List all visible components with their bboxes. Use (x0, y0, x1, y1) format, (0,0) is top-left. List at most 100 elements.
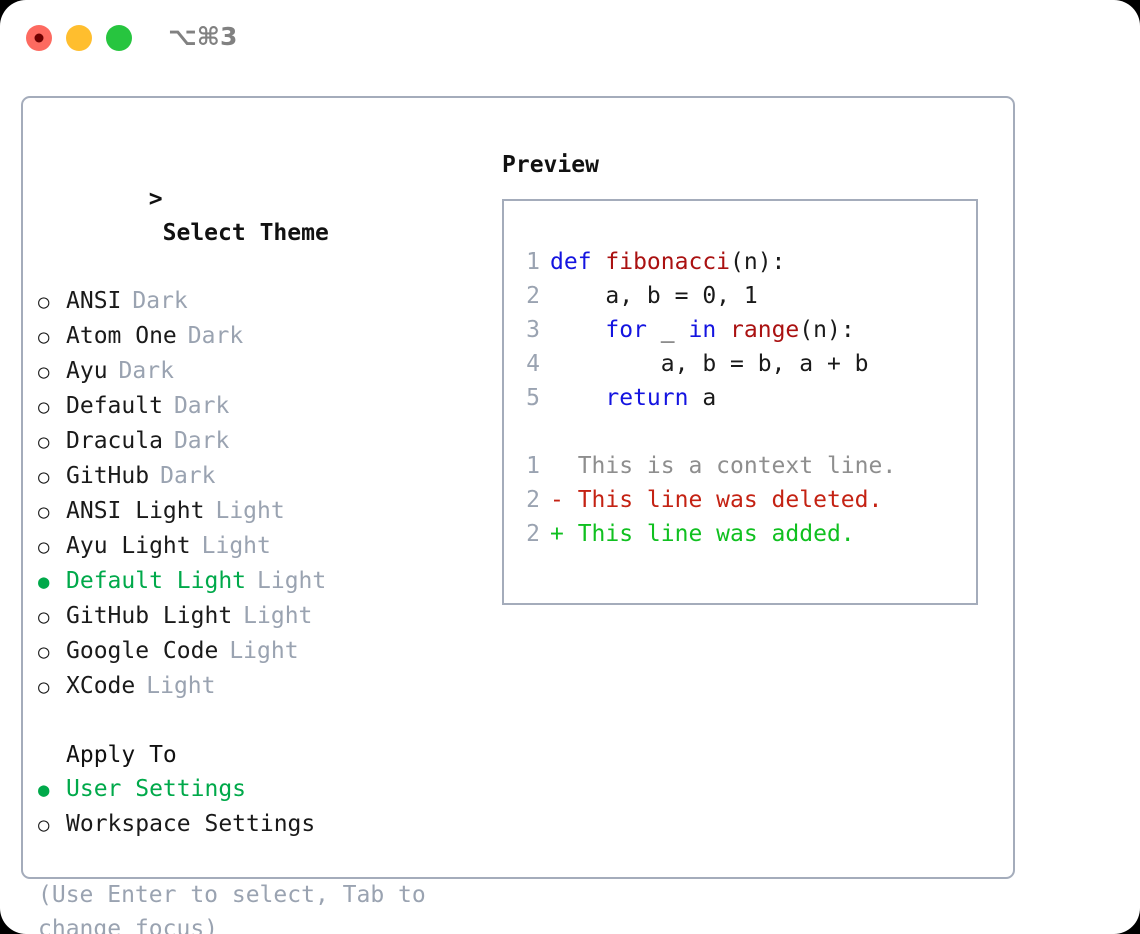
theme-option-github-light[interactable]: ○ GitHub Light Light (38, 599, 478, 634)
theme-option-tag: Light (146, 673, 216, 699)
radio-unselected-icon: ○ (38, 291, 50, 313)
radio-unselected-icon: ○ (38, 501, 50, 523)
radio-unselected-icon: ○ (38, 536, 50, 558)
prompt-caret-icon: > (148, 186, 163, 212)
code-line-number: 2 (526, 283, 540, 309)
theme-option-label: ANSI (66, 288, 122, 314)
code-token-fn: range (730, 317, 800, 343)
diff-line-number: 2 (526, 487, 540, 513)
diff-line-content: This is a context line. (550, 453, 897, 479)
code-line: 2 a, b = 0, 1 (504, 279, 976, 313)
code-line-number: 3 (526, 317, 540, 343)
preview-heading: Preview (502, 152, 599, 178)
theme-option-tag: Light (201, 533, 271, 559)
code-line-number: 5 (526, 385, 540, 411)
radio-unselected-icon: ○ (38, 814, 50, 836)
code-line: 3 for _ in range(n): (504, 313, 976, 347)
theme-option-tag: Dark (132, 288, 188, 314)
maximize-window-button[interactable] (106, 25, 132, 51)
apply-to-section: Apply To ●User Settings ○ Workspace Settin… (38, 738, 478, 842)
keyboard-shortcut-label: ⌥⌘3 (168, 22, 238, 51)
diff-line-number: 2 (526, 521, 540, 547)
theme-option-ansi-light[interactable]: ○ ANSI Light Light (38, 494, 478, 529)
diff-line-number: 1 (526, 453, 540, 479)
theme-option-label: Atom One (66, 323, 177, 349)
code-token-plain (716, 317, 730, 343)
theme-option-label: Ayu Light (66, 533, 191, 559)
radio-unselected-icon: ○ (38, 396, 50, 418)
theme-option-label: Ayu (66, 358, 108, 384)
code-token-plain: (n): (730, 249, 786, 275)
code-line-number: 1 (526, 249, 540, 275)
close-window-button[interactable] (26, 25, 52, 51)
theme-option-tag: Light (215, 498, 285, 524)
theme-option-label: GitHub Light (66, 603, 233, 629)
theme-option-label: XCode (66, 673, 136, 699)
select-theme-heading-label (149, 220, 163, 246)
apply-to-option-label: User Settings (66, 776, 247, 802)
diff-line-del: 2 - This line was deleted. (504, 483, 976, 517)
code-token-plain: a, b = b, a + b (550, 351, 869, 377)
select-theme-heading: > Select Theme (38, 148, 478, 284)
radio-unselected-icon: ○ (38, 606, 50, 628)
theme-option-ansi[interactable]: ○ ANSI Dark (38, 284, 478, 319)
code-line-content: return a (550, 381, 716, 415)
theme-option-label: ANSI Light (66, 498, 205, 524)
radio-unselected-icon: ○ (38, 431, 50, 453)
code-token-plain: (n): (799, 317, 855, 343)
theme-option-tag: Light (243, 603, 313, 629)
code-token-fn: fibonacci (605, 249, 731, 275)
code-line-content: a, b = 0, 1 (550, 279, 758, 313)
apply-to-option-user-settings[interactable]: ●User Settings (38, 772, 478, 807)
diff-line-content: - This line was deleted. (550, 487, 883, 513)
keyboard-hint-text: (Use Enter to select, Tab to change focu… (38, 882, 426, 934)
apply-to-list: ●User Settings ○ Workspace Settings (38, 772, 478, 842)
theme-option-ayu-light[interactable]: ○ Ayu Light Light (38, 529, 478, 564)
code-token-kw: return (605, 385, 689, 411)
apply-to-option-workspace-settings[interactable]: ○ Workspace Settings (38, 807, 478, 842)
code-token-plain (550, 317, 605, 343)
code-token-kw: def (550, 249, 606, 275)
theme-option-tag: Dark (187, 323, 244, 349)
theme-option-tag: Light (229, 638, 299, 664)
code-line: 1 def fibonacci(n): (504, 245, 976, 279)
theme-option-label: Dracula (66, 428, 163, 454)
diff-line-ctx: 1 This is a context line. (504, 449, 976, 483)
code-token-plain: _ (646, 317, 689, 343)
theme-option-tag: Dark (173, 393, 230, 419)
code-diff-separator (504, 415, 976, 449)
theme-option-default-light[interactable]: ● Default Light Light (38, 564, 478, 599)
minimize-window-button[interactable] (66, 25, 92, 51)
radio-unselected-icon: ○ (38, 641, 50, 663)
radio-selected-icon: ● (38, 571, 50, 593)
apply-to-option-label: Workspace Settings (66, 811, 316, 837)
theme-option-label: Default Light (66, 568, 247, 594)
code-token-kw: for (605, 317, 647, 343)
code-line: 4 a, b = b, a + b (504, 347, 976, 381)
theme-option-tag: Light (257, 568, 327, 594)
theme-option-google-code[interactable]: ○ Google Code Light (38, 634, 478, 669)
code-line-content: def fibonacci(n): (550, 245, 785, 279)
code-token-plain: a, b = 0, 1 (550, 283, 758, 309)
theme-option-label: Default (66, 393, 163, 419)
title-bar: ⌥⌘3 (0, 0, 1140, 78)
theme-option-default[interactable]: ○ Default Dark (38, 389, 478, 424)
theme-option-label: Google Code (66, 638, 219, 664)
radio-unselected-icon: ○ (38, 361, 50, 383)
code-token-kw: in (688, 317, 717, 343)
diff-sample: 1 This is a context line. 2 - This line wa… (504, 449, 976, 551)
radio-unselected-icon: ○ (38, 466, 50, 488)
code-line-content: for _ in range(n): (550, 313, 855, 347)
apply-to-heading: Apply To (66, 742, 177, 768)
